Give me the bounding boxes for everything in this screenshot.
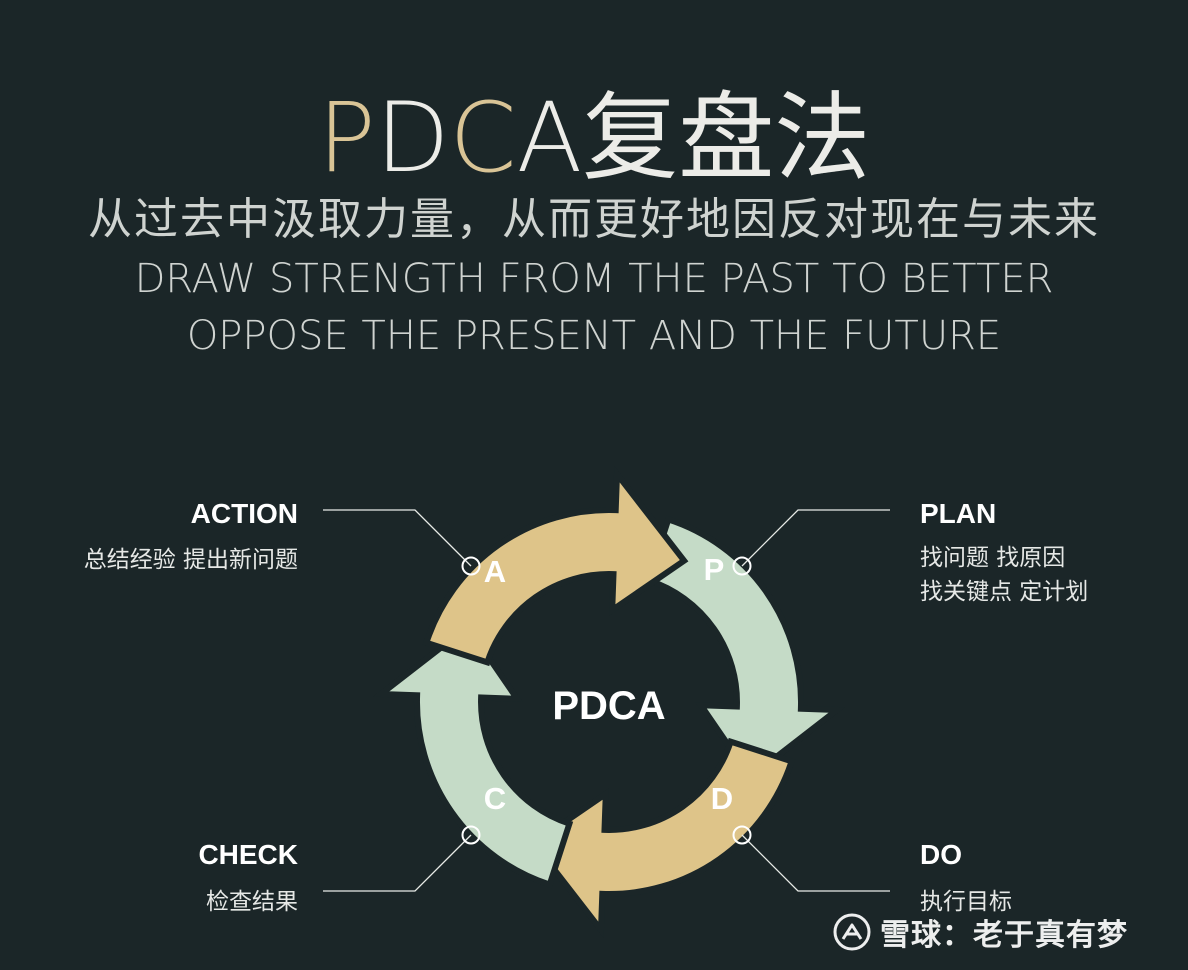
subtitle-english-line-1: DRAW STRENGTH FROM THE PAST TO BETTER [134,256,1054,302]
page-title: PDCA复盘法 [0,84,1188,192]
do-letter: D [711,781,733,816]
do-arrow [529,737,796,939]
action-title: ACTION [190,498,298,529]
action-connector-line [323,509,472,567]
check-connector-line [323,834,472,892]
do-connector-line [741,834,890,892]
snowball-logo-icon [833,913,871,951]
title-letter-c: C [449,82,517,194]
do-connector-dot [732,825,752,845]
check-arrow [372,622,574,889]
plan-connector-line [741,509,890,567]
watermark: 雪球：老于真有梦 [832,910,1128,954]
center-label: PDCA [552,684,665,728]
subtitle-chinese: 从过去中汲取力量，从而更好地因反对现在与未来 [88,194,1100,245]
check-letter: C [484,781,506,816]
action-letter: A [484,554,506,589]
action-connector-dot [461,556,481,576]
plan-letter: P [704,552,725,587]
check-connector-dot [461,825,481,845]
action-description: 总结经验 提出新问题 [83,547,298,573]
plan-connector-dot [732,556,752,576]
title-letter-d: D [375,82,450,194]
title-letter-p: P [317,82,376,194]
plan-description-line-2: 找关键点 定计划 [920,579,1089,605]
plan-description-line-1: 找问题 找原因 [920,545,1066,571]
title-rest: A复盘法 [516,82,871,194]
check-title: CHECK [198,839,298,870]
subtitle-english-line-2: OPPOSE THE PRESENT AND THE FUTURE [186,313,1002,359]
action-arrow [422,465,689,667]
do-title: DO [920,839,962,870]
watermark-text: 雪球：老于真有梦 [880,918,1128,953]
plan-title: PLAN [920,498,997,529]
check-description: 检查结果 [206,889,298,915]
do-description: 执行目标 [920,889,1012,915]
